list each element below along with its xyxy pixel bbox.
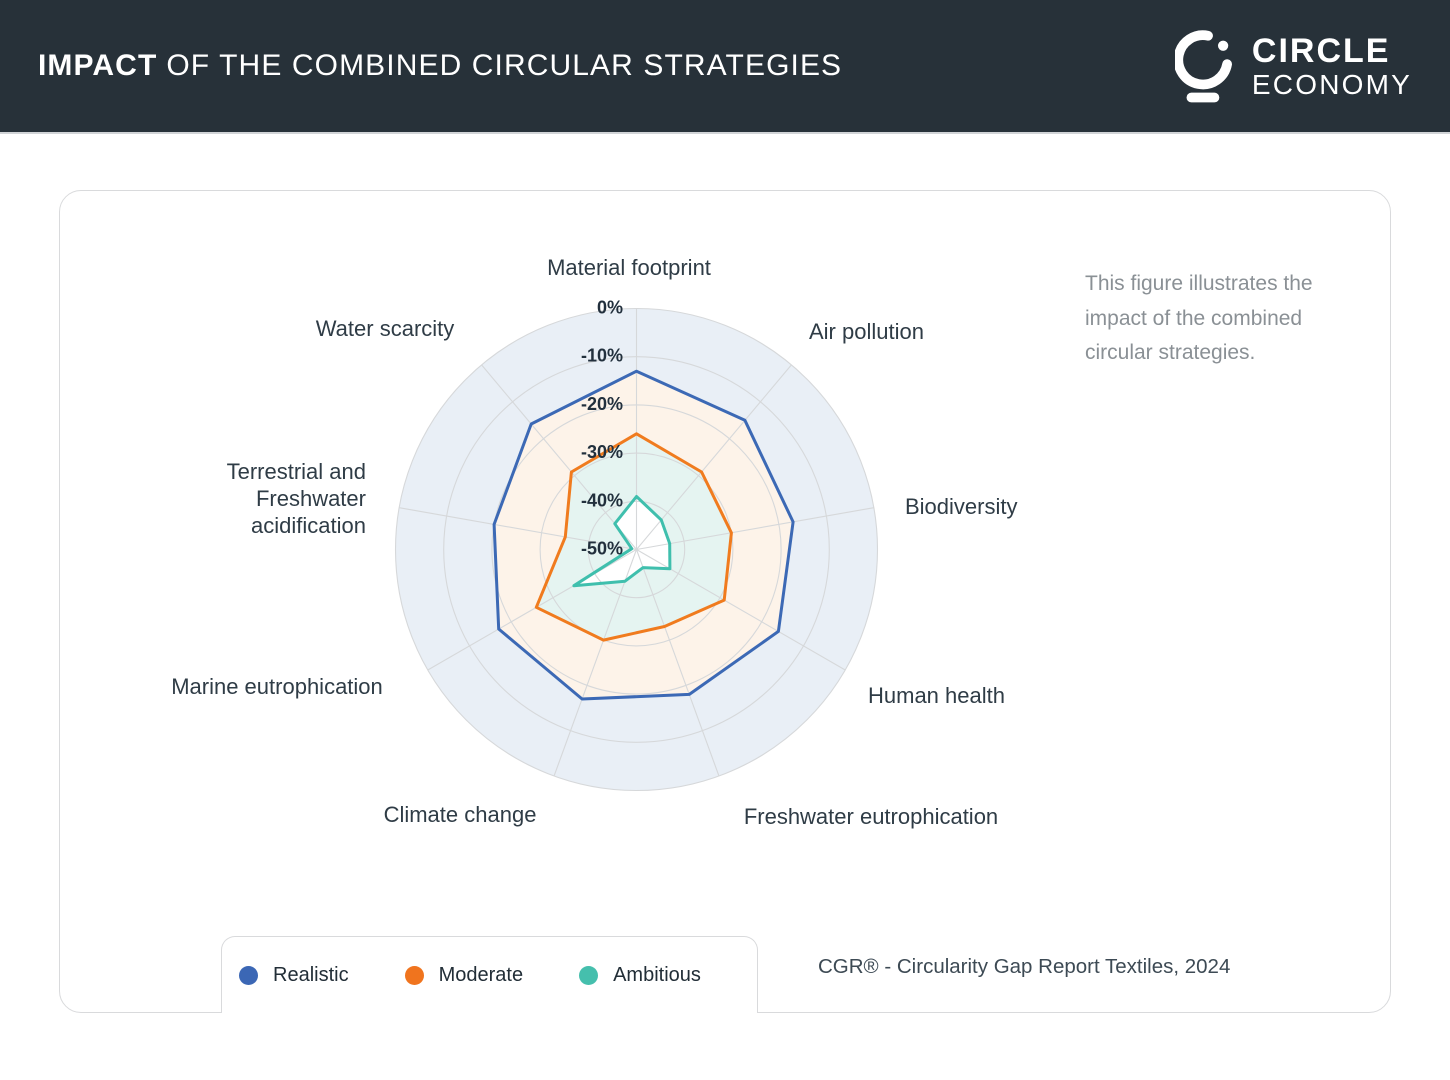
legend-dot-realistic-icon xyxy=(239,965,258,985)
legend-dot-moderate-icon xyxy=(404,965,424,985)
figure-description: This figure illustrates the impact of th… xyxy=(1085,272,1313,364)
figure-source: CGR® - Circularity Gap Report Textiles, … xyxy=(818,955,1231,978)
legend-item-realistic: Realistic xyxy=(239,964,349,987)
brand-text: CIRCLE ECONOMY xyxy=(1252,33,1412,100)
legend-label-moderate: Moderate xyxy=(438,963,524,986)
legend-item-moderate: Moderate xyxy=(404,963,524,987)
legend-label-realistic: Realistic xyxy=(273,963,349,986)
brand-name-line1: CIRCLE xyxy=(1251,31,1391,70)
page-title-emphasis: IMPACT xyxy=(38,49,158,82)
legend-dot-ambitious-icon xyxy=(579,965,599,985)
page-title-rest: OF THE COMBINED CIRCULAR STRATEGIES xyxy=(166,49,843,82)
brand-name-line2: ECONOMY xyxy=(1251,68,1412,100)
circle-economy-logo-icon xyxy=(1174,30,1232,103)
chart-legend: Realistic Moderate Ambitious xyxy=(221,936,758,1013)
legend-item-ambitious: Ambitious xyxy=(579,964,701,987)
brand: CIRCLE ECONOMY xyxy=(1174,25,1412,107)
legend-label-ambitious: Ambitious xyxy=(613,963,701,986)
